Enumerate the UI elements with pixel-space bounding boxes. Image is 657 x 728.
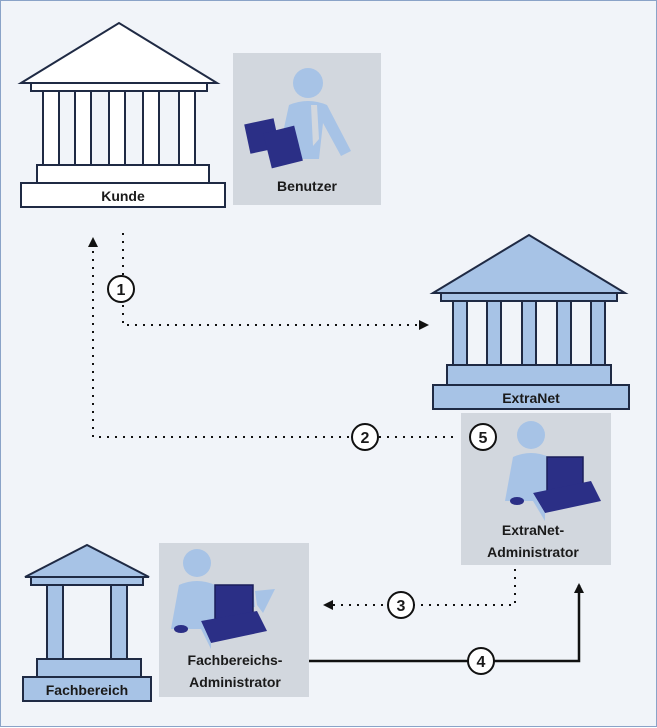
step-1-marker: 1	[107, 275, 135, 303]
svg-text:1: 1	[117, 282, 126, 299]
benutzer-tile	[233, 53, 381, 205]
extranet-admin-label-line2: Administrator	[487, 544, 579, 560]
step4-connector	[309, 583, 584, 663]
extranet-label: ExtraNet	[502, 390, 560, 406]
step-2-marker: 2	[351, 423, 379, 451]
extranet-admin-label-line1: ExtraNet-	[502, 522, 565, 538]
extranet-building-icon	[429, 233, 630, 410]
step-5-marker: 5	[469, 423, 497, 451]
svg-text:3: 3	[397, 598, 406, 615]
fachbereich-label: Fachbereich	[46, 682, 128, 698]
fachbereich-building-icon	[22, 543, 152, 702]
step-4-marker: 4	[467, 647, 495, 675]
admin-at-computer-icon	[505, 421, 601, 521]
fach-admin-label-line1: Fachbereichs-	[188, 652, 283, 668]
step3-connector	[323, 569, 516, 610]
fach-admin-tile	[159, 543, 309, 697]
step2-connector	[88, 237, 453, 438]
fach-admin-label-line2: Administrator	[189, 674, 281, 690]
svg-text:2: 2	[361, 430, 370, 447]
kunde-building-icon	[17, 21, 226, 208]
benutzer-label: Benutzer	[277, 178, 337, 194]
step-3-marker: 3	[387, 591, 415, 619]
user-person-icon	[244, 68, 351, 169]
svg-text:5: 5	[479, 430, 488, 447]
kunde-label: Kunde	[101, 188, 145, 204]
admin-at-computer-icon	[171, 549, 275, 649]
svg-text:4: 4	[477, 654, 486, 671]
step1-connector	[122, 233, 429, 330]
